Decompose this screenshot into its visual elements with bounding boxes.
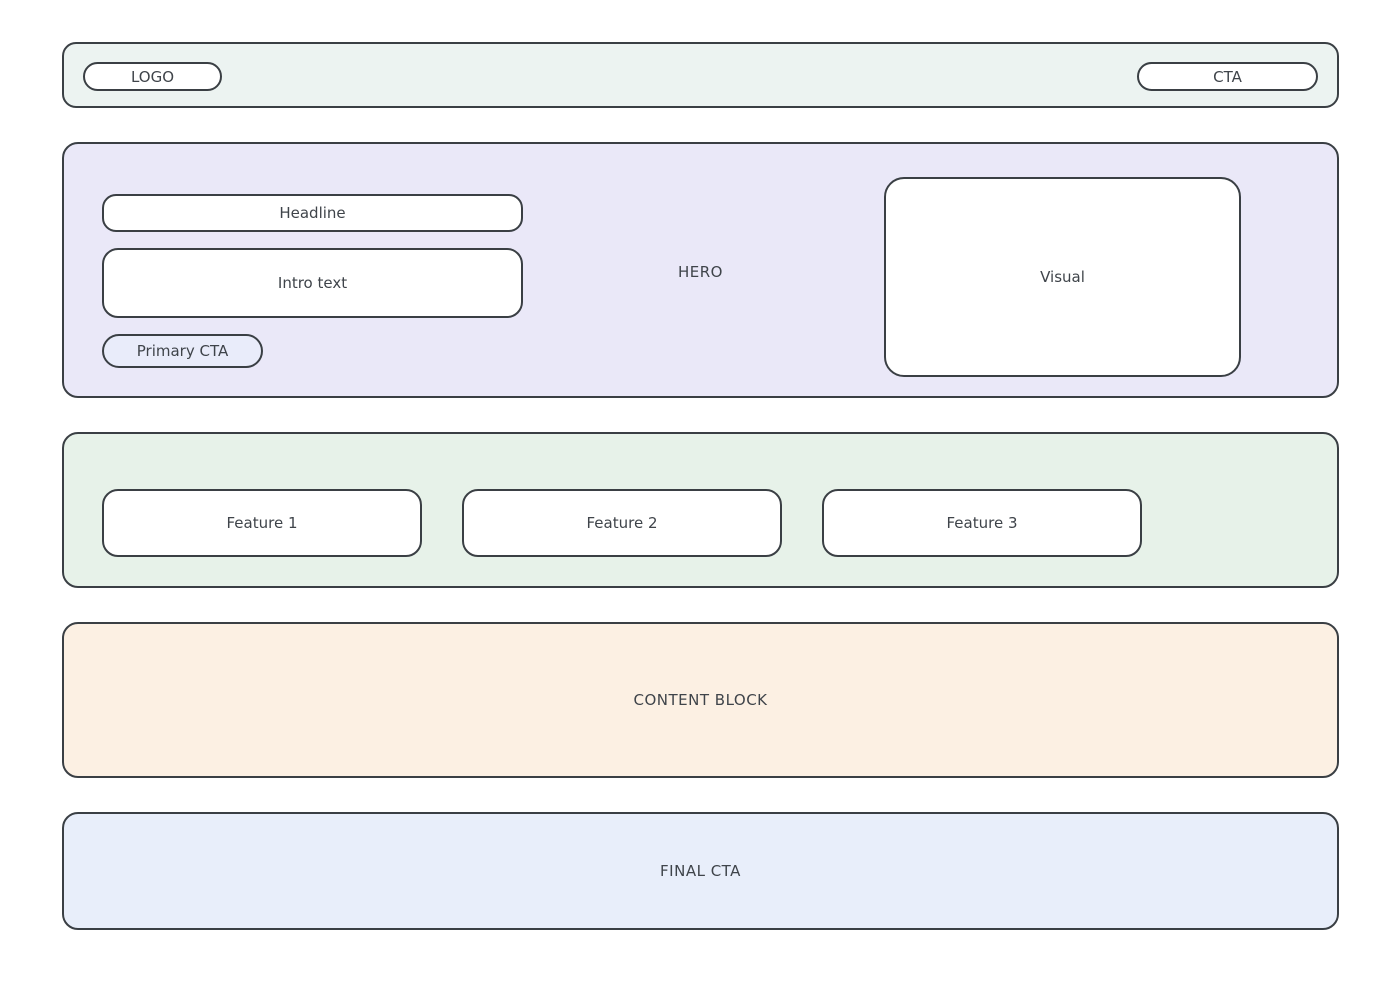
feature-card: Feature 2 [462,489,782,557]
logo-label: LOGO [130,67,175,86]
features-section: Feature 1 Feature 2 Feature 3 [62,432,1339,588]
headline-label: Headline [279,204,346,222]
feature-card: Feature 3 [822,489,1142,557]
primary-cta-label: Primary CTA [136,342,229,360]
feature-label: Feature 2 [586,514,658,532]
headline-placeholder: Headline [102,194,523,232]
intro-text-placeholder: Intro text [102,248,523,318]
feature-card: Feature 1 [102,489,422,557]
hero-section: Headline Intro text Primary CTA HERO Vis… [62,142,1339,398]
topbar-section: LOGO CTA [62,42,1339,108]
final-cta-section: FINAL CTA [62,812,1339,930]
intro-text-label: Intro text [277,274,348,292]
content-block-label: CONTENT BLOCK [633,691,768,709]
feature-label: Feature 3 [946,514,1018,532]
primary-cta-button[interactable]: Primary CTA [102,334,263,368]
final-cta-label: FINAL CTA [660,862,741,880]
visual-label: Visual [1040,268,1085,286]
topbar-cta-button[interactable]: CTA [1137,62,1318,91]
logo-pill[interactable]: LOGO [83,62,222,91]
feature-label: Feature 1 [226,514,298,532]
hero-visual-placeholder: Visual [884,177,1241,377]
topbar-cta-label: CTA [1213,67,1242,86]
content-block-section: CONTENT BLOCK [62,622,1339,778]
